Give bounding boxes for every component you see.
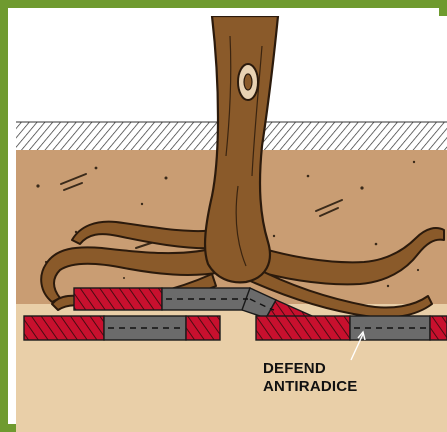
label-line-2: ANTIRADICE [263,378,358,396]
root-barrier-illustration [16,16,447,432]
product-label: DEFEND ANTIRADICE [263,360,358,396]
label-line-1: DEFEND [263,360,358,378]
